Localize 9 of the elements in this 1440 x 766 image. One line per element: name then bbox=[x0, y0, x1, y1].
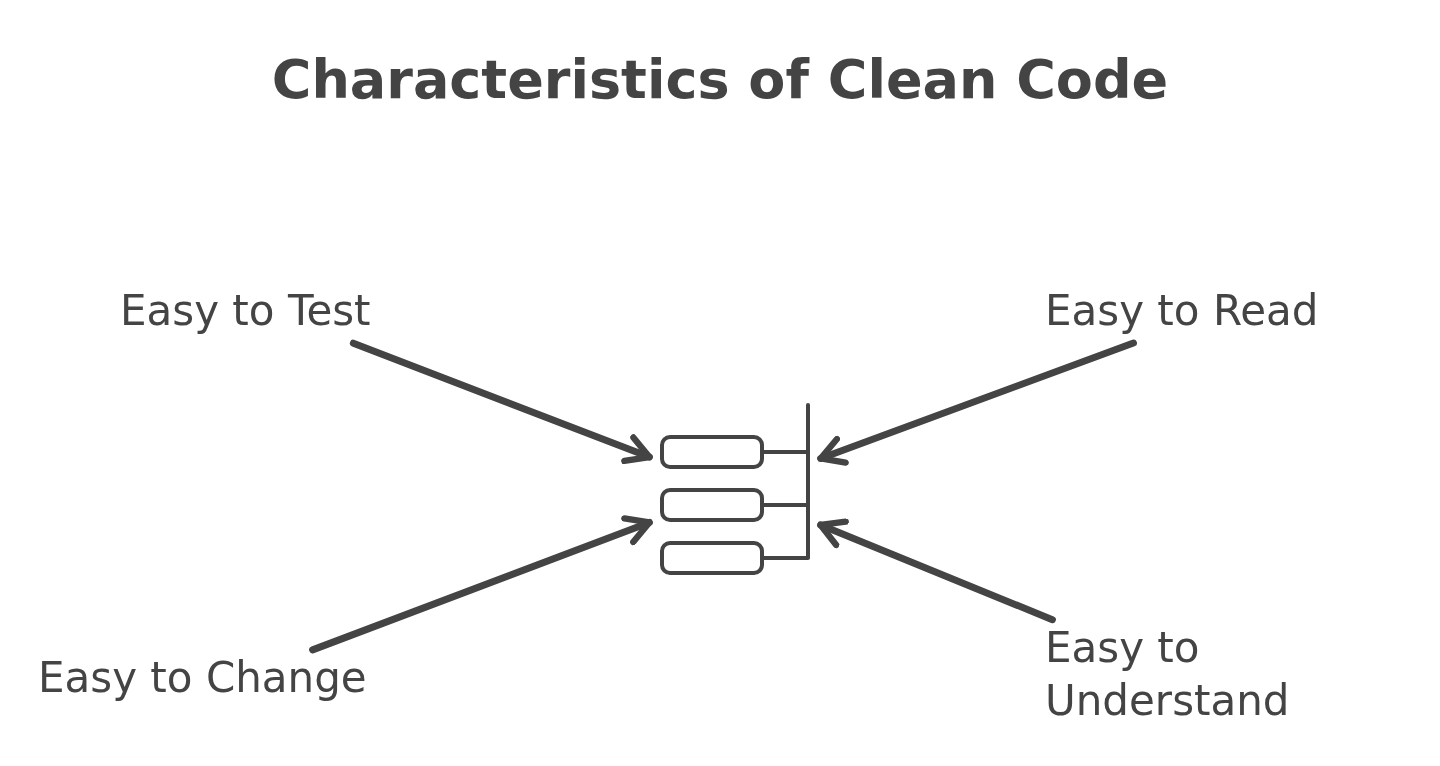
characteristic-label: Easy to Read bbox=[1045, 285, 1320, 337]
characteristic-label: Easy to Test bbox=[120, 285, 372, 337]
title: Characteristics of Clean Code bbox=[270, 48, 1170, 111]
arrow bbox=[349, 339, 653, 465]
characteristic-label: Easy to Change bbox=[38, 652, 368, 704]
characteristic-label: Easy to Understand bbox=[1045, 622, 1291, 727]
arrow bbox=[817, 339, 1137, 466]
arrow bbox=[817, 518, 1056, 624]
arrow bbox=[309, 515, 653, 654]
